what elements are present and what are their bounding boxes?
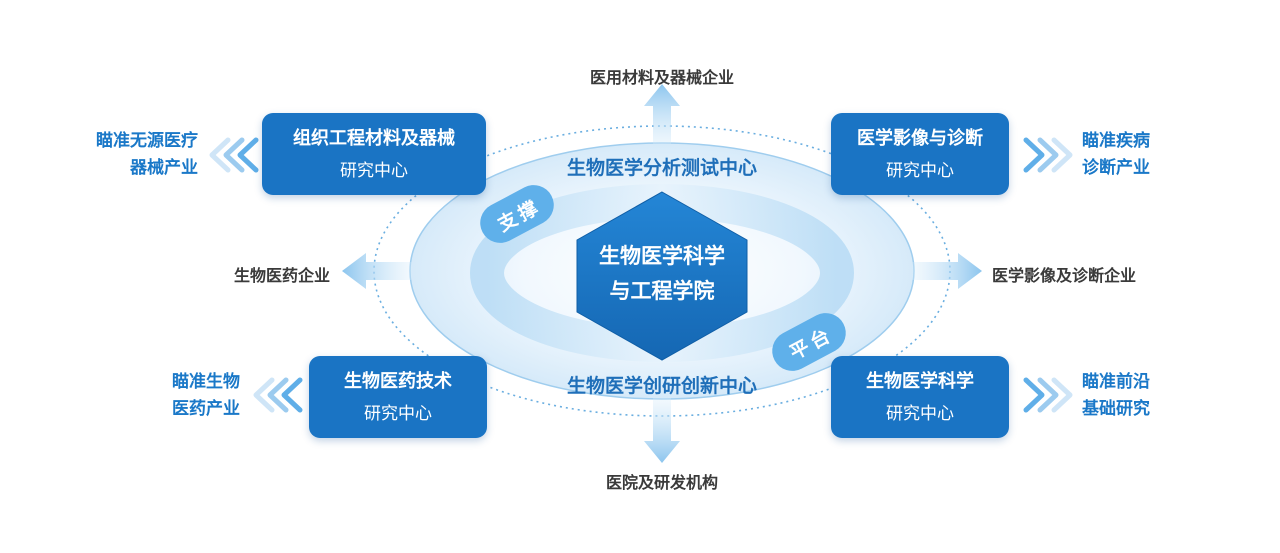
output-bottom-label: 医院及研发机构: [605, 473, 718, 492]
industry-line: 瞄准生物: [172, 372, 240, 392]
industry-top-left: 瞄准无源医疗 器械产业: [60, 128, 198, 182]
center-box-title: 生物医学科学: [866, 371, 974, 392]
arrow-up: [644, 84, 680, 150]
center-title-line1: 生物医学科学: [599, 244, 725, 268]
chevrons-top-left: [209, 137, 259, 173]
center-box-biopharma-tech: 生物医药技术 研究中心: [309, 356, 487, 438]
center-box-biomedical-science: 生物医学科学 研究中心: [831, 356, 1009, 438]
center-box-subtitle: 研究中心: [886, 161, 954, 181]
output-top-label: 医用材料及器械企业: [589, 68, 734, 87]
center-title-line2: 与工程学院: [609, 279, 715, 303]
industry-line: 诊断产业: [1082, 158, 1150, 178]
industry-line: 瞄准前沿: [1082, 372, 1150, 392]
tag-platform-pill: [772, 313, 846, 371]
arrow-down: [644, 397, 680, 463]
industry-line: 瞄准无源医疗: [96, 131, 198, 151]
industry-bottom-left: 瞄准生物 医药产业: [110, 369, 240, 423]
chevrons-bottom-right: [1023, 377, 1073, 413]
center-hexagon: [576, 191, 748, 361]
center-box-subtitle: 研究中心: [886, 404, 954, 424]
ring-bottom-label: 生物医学创研创新中心: [566, 375, 757, 397]
arrow-left: [342, 253, 412, 289]
center-box-medical-imaging: 医学影像与诊断 研究中心: [831, 113, 1009, 195]
output-left-label: 生物医药企业: [233, 266, 330, 285]
industry-top-right: 瞄准疾病 诊断产业: [1082, 128, 1222, 182]
industry-bottom-right: 瞄准前沿 基础研究: [1082, 369, 1222, 423]
center-box-tissue-engineering: 组织工程材料及器械 研究中心: [262, 113, 486, 195]
industry-line: 医药产业: [172, 399, 240, 419]
chevrons-top-right: [1023, 137, 1073, 173]
tag-support-pill: [480, 185, 554, 243]
arrow-right: [912, 253, 982, 289]
industry-line: 瞄准疾病: [1082, 131, 1150, 151]
output-right-label: 医学影像及诊断企业: [992, 266, 1137, 285]
industry-line: 器械产业: [130, 158, 198, 178]
center-box-title: 组织工程材料及器械: [293, 128, 455, 149]
center-box-title: 医学影像与诊断: [857, 128, 983, 149]
industry-line: 基础研究: [1082, 399, 1150, 419]
chevrons-bottom-left: [253, 377, 303, 413]
ring-top-label: 生物医学分析测试中心: [566, 157, 757, 179]
center-box-title: 生物医药技术: [344, 371, 452, 392]
center-box-subtitle: 研究中心: [364, 404, 432, 424]
center-box-subtitle: 研究中心: [340, 161, 408, 181]
